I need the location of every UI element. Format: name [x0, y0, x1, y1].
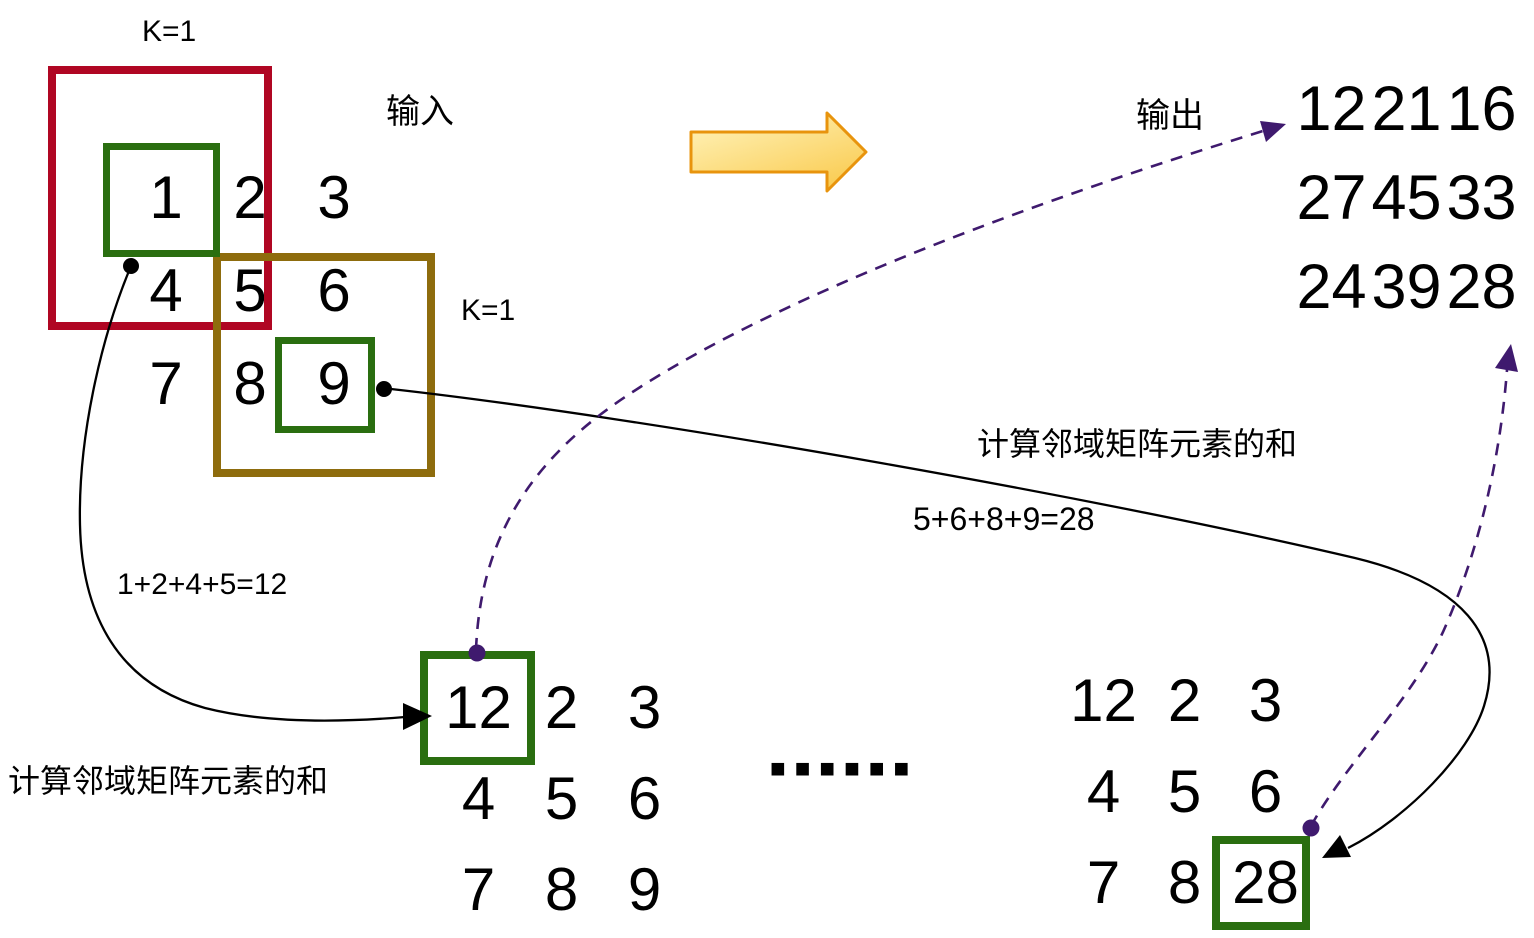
arrowhead-into-28 [1322, 835, 1351, 858]
matrix-cell: 7 [149, 350, 183, 417]
matrix-cell: 27 [1296, 162, 1367, 233]
matrix-cell: 16 [1446, 73, 1517, 144]
output-matrix: 12 21 16 27 45 33 24 39 28 [1294, 64, 1519, 331]
right-arrow-icon [689, 111, 868, 193]
arrowhead-into-output-28 [1495, 344, 1518, 372]
ellipsis-dots: ■■■■■■ [770, 753, 919, 783]
input-label: 输入 [386, 93, 454, 131]
kernel-size-label-top: K=1 [142, 15, 197, 48]
matrix-cell: 12 [1296, 73, 1367, 144]
matrix-cell: 12 [1070, 667, 1137, 734]
sum-note-right: 计算邻域矩阵元素的和 [977, 426, 1298, 462]
matrix-cell: 5 [544, 765, 579, 832]
matrix-cell: 8 [1167, 849, 1202, 916]
matrix-cell: 21 [1371, 73, 1442, 144]
matrix-cell: 4 [461, 765, 496, 832]
green-box-element-1 [103, 143, 220, 257]
matrix-cell: 39 [1371, 251, 1442, 322]
equation-right: 5+6+8+9=28 [913, 501, 1095, 537]
matrix-cell: 1 [149, 164, 183, 231]
matrix-cell: 33 [1446, 162, 1517, 233]
matrix-cell: 7 [461, 856, 496, 923]
dashed-connector-28-to-output [1309, 354, 1510, 827]
equation-left: 1+2+4+5=12 [117, 568, 288, 601]
matrix-cell: 3 [1248, 667, 1283, 734]
matrix-cell: 4 [1086, 758, 1121, 825]
sum-note-left: 计算邻域矩阵元素的和 [8, 763, 329, 799]
matrix-cell: 5 [1167, 758, 1202, 825]
output-label: 输出 [1136, 97, 1204, 135]
dashed-connector-12-to-output [474, 129, 1264, 651]
matrix-cell: 7 [1086, 849, 1121, 916]
matrix-cell: 2 [233, 164, 267, 231]
matrix-cell: 8 [544, 856, 579, 923]
green-box-result-12 [420, 651, 535, 765]
matrix-cell: 9 [627, 856, 662, 923]
matrix-cell: 3 [627, 674, 662, 741]
matrix-cell: 28 [1446, 251, 1517, 322]
arrowhead-into-output-12 [1260, 121, 1286, 142]
matrix-cell: 24 [1296, 251, 1367, 322]
matrix-cell: 6 [1248, 758, 1283, 825]
kernel-size-label-right: K=1 [461, 294, 516, 327]
matrix-cell: 2 [1167, 667, 1202, 734]
matrix-cell: 6 [627, 765, 662, 832]
matrix-cell: 3 [317, 164, 351, 231]
green-box-result-28 [1212, 836, 1310, 930]
matrix-cell: 45 [1371, 162, 1442, 233]
matrix-cell: 28 [1232, 849, 1299, 916]
green-box-element-9 [275, 337, 375, 433]
